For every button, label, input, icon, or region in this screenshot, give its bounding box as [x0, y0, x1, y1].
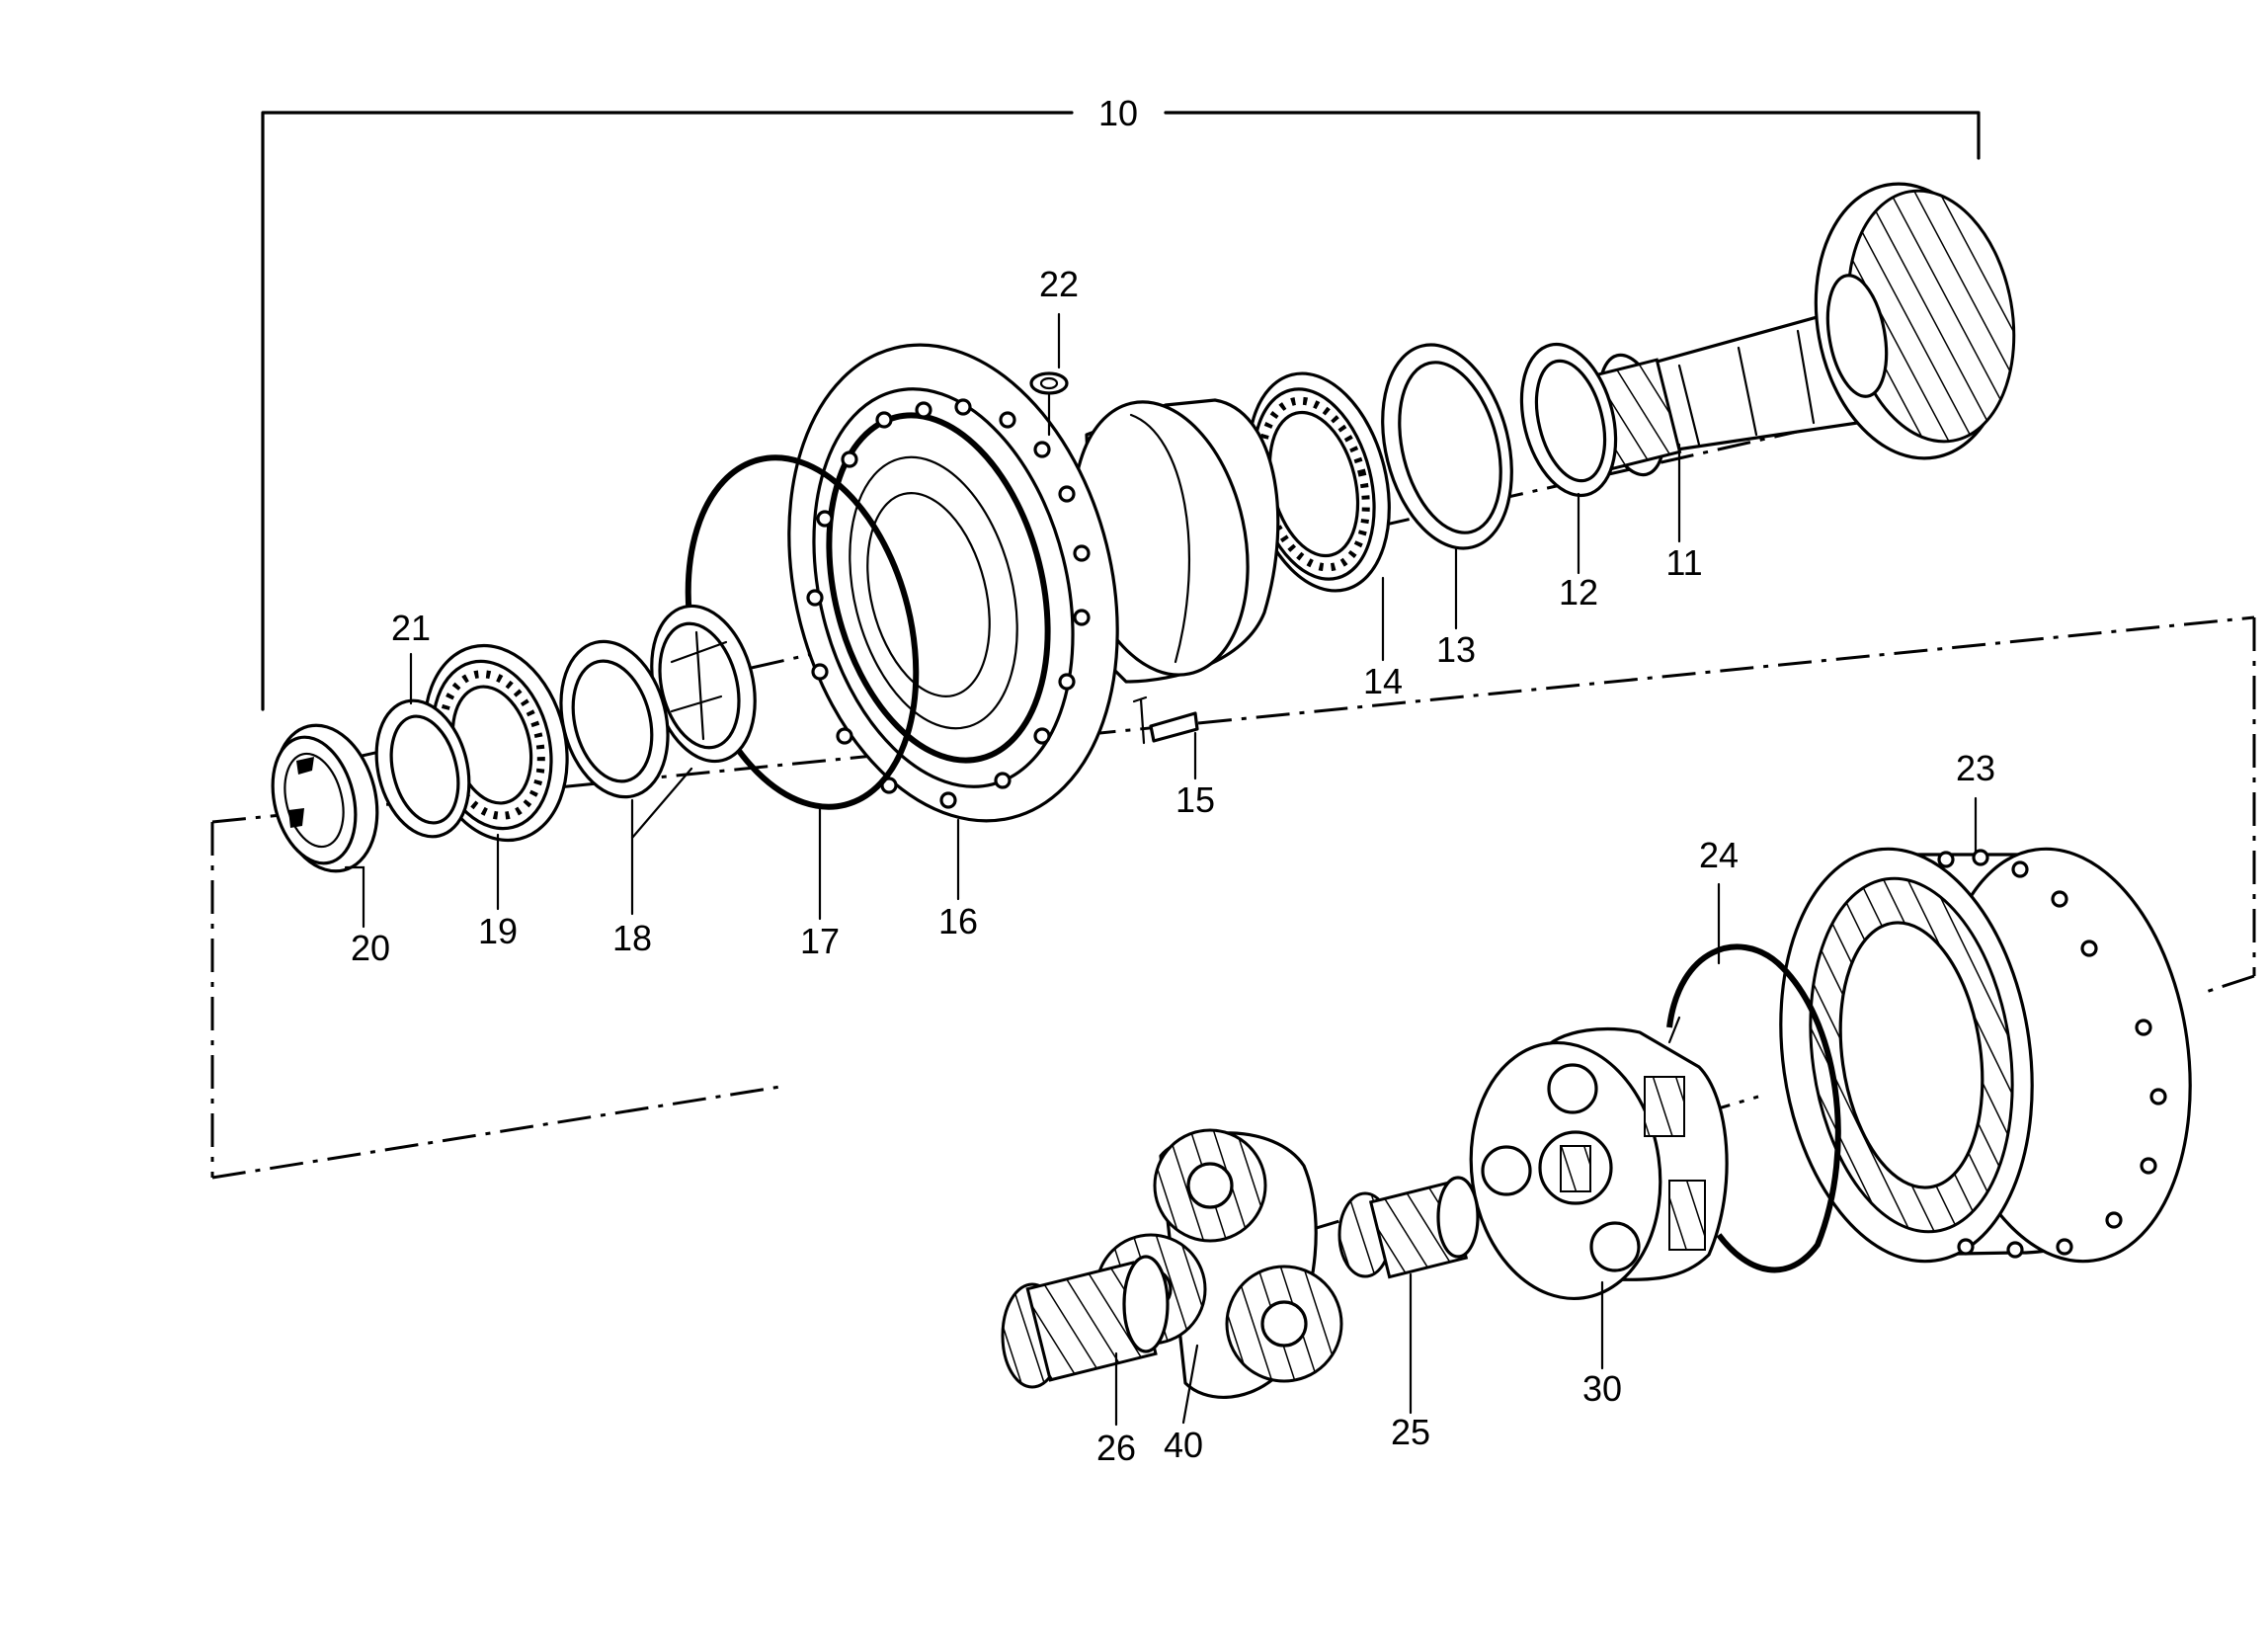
sun-gear-25 [1337, 1176, 1480, 1279]
seal-20 [271, 723, 379, 873]
label-26: 26 [1096, 1428, 1136, 1468]
label-14: 14 [1363, 661, 1403, 701]
label-23: 23 [1956, 748, 1995, 788]
label-12: 12 [1559, 572, 1598, 613]
grease-nipple-22 [1029, 371, 1069, 437]
label-18: 18 [612, 918, 652, 958]
bearing-14 [1247, 371, 1391, 593]
ring-12 [1519, 342, 1618, 498]
planet-carrier-30 [1469, 1026, 1729, 1301]
snap-ring-24 [1666, 943, 1841, 1273]
label-11: 11 [1665, 542, 1702, 583]
output-shaft [1587, 182, 2016, 477]
ring-gear-housing-23 [1779, 847, 2192, 1264]
shim-ring-21 [374, 698, 471, 839]
label-24: 24 [1699, 835, 1739, 875]
screw-15 [1132, 695, 1199, 745]
leader-40 [1181, 1344, 1199, 1425]
label-22: 22 [1039, 264, 1079, 304]
label-20: 20 [351, 928, 390, 968]
assembly-bracket [261, 111, 1981, 711]
label-19: 19 [478, 911, 518, 951]
label-17: 17 [800, 921, 840, 961]
hub-housing-16 [787, 343, 1280, 823]
spacer-ring-13 [1381, 343, 1513, 550]
label-40: 40 [1164, 1425, 1203, 1465]
label-16: 16 [938, 901, 978, 941]
label-13: 13 [1436, 629, 1476, 670]
label-25: 25 [1391, 1412, 1430, 1452]
bearing-18 [559, 604, 757, 799]
lower-group-envelope [210, 615, 2256, 1180]
leader-20 [344, 865, 365, 929]
label-21: 21 [391, 608, 431, 648]
pinion-shaft-26 [1001, 1255, 1170, 1389]
flange-bolt-holes [806, 398, 1091, 809]
label-15: 15 [1175, 779, 1215, 820]
label-30: 30 [1582, 1368, 1622, 1409]
label-10: 10 [1098, 93, 1138, 133]
housing-bolt-holes [1937, 849, 2167, 1259]
